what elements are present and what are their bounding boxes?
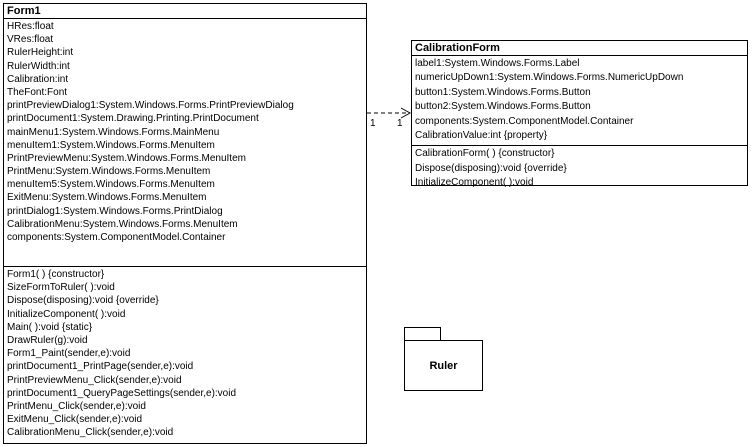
class-title: CalibrationForm [412,41,747,56]
class-calibration-form[interactable]: CalibrationForm label1:System.Windows.Fo… [411,40,748,188]
attribute: printDialog1:System.Windows.Forms.PrintD… [7,205,223,217]
attribute: CalibrationMenu:System.Windows.Forms.Men… [7,218,238,230]
attribute: button1:System.Windows.Forms.Button [415,86,591,98]
operation: Dispose(disposing):void {override} [7,295,159,307]
operation: SizeFormToRuler( ):void [7,282,115,294]
operation: DrawRuler(g):void [7,334,88,346]
operation: printDocument1_QueryPageSettings(sender,… [7,387,237,399]
arrowhead-icon [400,107,412,119]
operation: CalibrationMenu_Click(sender,e):void [7,427,174,439]
attribute: VRes:float [7,34,54,46]
package-name: Ruler [429,359,458,372]
operation: CalibrationForm( ) {constructor} [415,148,555,160]
class-title: Form1 [4,4,366,19]
attribute: menuItem1:System.Windows.Forms.MenuItem [7,139,215,151]
operation: Dispose(disposing):void {override} [415,162,567,174]
operation: Form1_Paint(sender,e):void [7,348,131,360]
attribute: label1:System.Windows.Forms.Label [415,58,580,69]
operations-compartment: CalibrationForm( ) {constructor} Dispose(… [412,145,747,192]
attribute: mainMenu1:System.Windows.Forms.MainMenu [7,126,220,138]
package-tab [404,327,441,341]
attribute: components:System.ComponentModel.Contain… [415,115,634,127]
operation: Form1( ) {constructor} [7,269,105,280]
attribute: TheFont:Font [7,86,68,98]
attribute: RulerHeight:int [7,47,74,59]
operation: Main( ):void {static} [7,321,93,333]
target-multiplicity: 1 [397,118,403,129]
attribute: button2:System.Windows.Forms.Button [415,101,591,113]
attribute: menuItem5:System.Windows.Forms.MenuItem [7,179,215,191]
attribute: printDocument1:System.Drawing.Printing.P… [7,113,259,125]
attribute: Calibration:int [7,73,69,85]
attribute: HRes:float [7,21,54,32]
attributes-compartment: label1:System.Windows.Forms.Label numeric… [412,56,747,145]
attribute: ExitMenu:System.Windows.Forms.MenuItem [7,192,207,204]
package-ruler[interactable]: Ruler [404,340,483,391]
operations-compartment: Form1( ) {constructor} SizeFormToRuler( )… [4,266,366,441]
source-multiplicity: 1 [370,118,376,129]
attribute: printPreviewDialog1:System.Windows.Forms… [7,100,294,112]
attribute: RulerWidth:int [7,60,70,72]
operation: PrintPreviewMenu_Click(sender,e):void [7,374,182,386]
attribute: numericUpDown1:System.Windows.Forms.Nume… [415,72,684,84]
attribute: PrintPreviewMenu:System.Windows.Forms.Me… [7,152,246,164]
operation: printDocument1_PrintPage(sender,e):void [7,361,194,373]
operation: InitializeComponent( ):void [7,308,126,320]
attribute: components:System.ComponentModel.Contain… [7,232,226,243]
attribute: PrintMenu:System.Windows.Forms.MenuItem [7,166,211,178]
operation: InitializeComponent( ):void [415,177,534,189]
attribute: CalibrationValue:int {property} [415,129,548,141]
operation: PrintMenu_Click(sender,e):void [7,400,146,412]
operation: ExitMenu_Click(sender,e):void [7,414,143,426]
